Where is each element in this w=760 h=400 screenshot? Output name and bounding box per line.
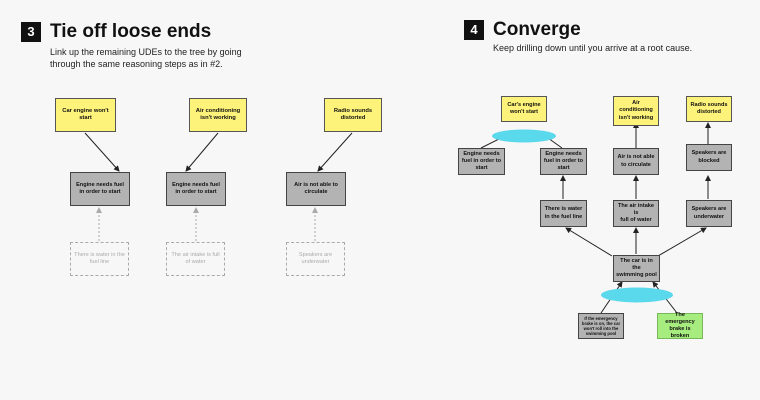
and-connector-ellipse-bottom	[601, 287, 673, 303]
connector-right-8	[565, 227, 613, 257]
connector-left-3	[317, 132, 353, 172]
section-3-number: 3	[21, 22, 41, 42]
and-connector-ellipse-top	[492, 129, 556, 143]
connector-right-11	[600, 281, 623, 314]
connector-right-12	[652, 281, 678, 314]
section-3-description-line-1: Link up the remaining UDEs to the tree b…	[50, 47, 242, 57]
section-4-number: 4	[464, 20, 484, 40]
section-4-title: Converge	[493, 19, 581, 40]
section-3-description-line-2: through the same reasoning steps as in #…	[50, 59, 223, 69]
connector-right-10	[657, 227, 707, 257]
section-3-title: Tie off loose ends	[50, 21, 212, 42]
connector-right-2	[540, 132, 563, 149]
connector-left-2	[185, 132, 219, 172]
section-4-description: Keep drilling down until you arrive at a…	[493, 43, 693, 53]
section-3-description: Link up the remaining UDEs to the tree b…	[50, 46, 242, 70]
connector-right-1	[480, 132, 512, 149]
connector-left-1	[84, 132, 120, 172]
